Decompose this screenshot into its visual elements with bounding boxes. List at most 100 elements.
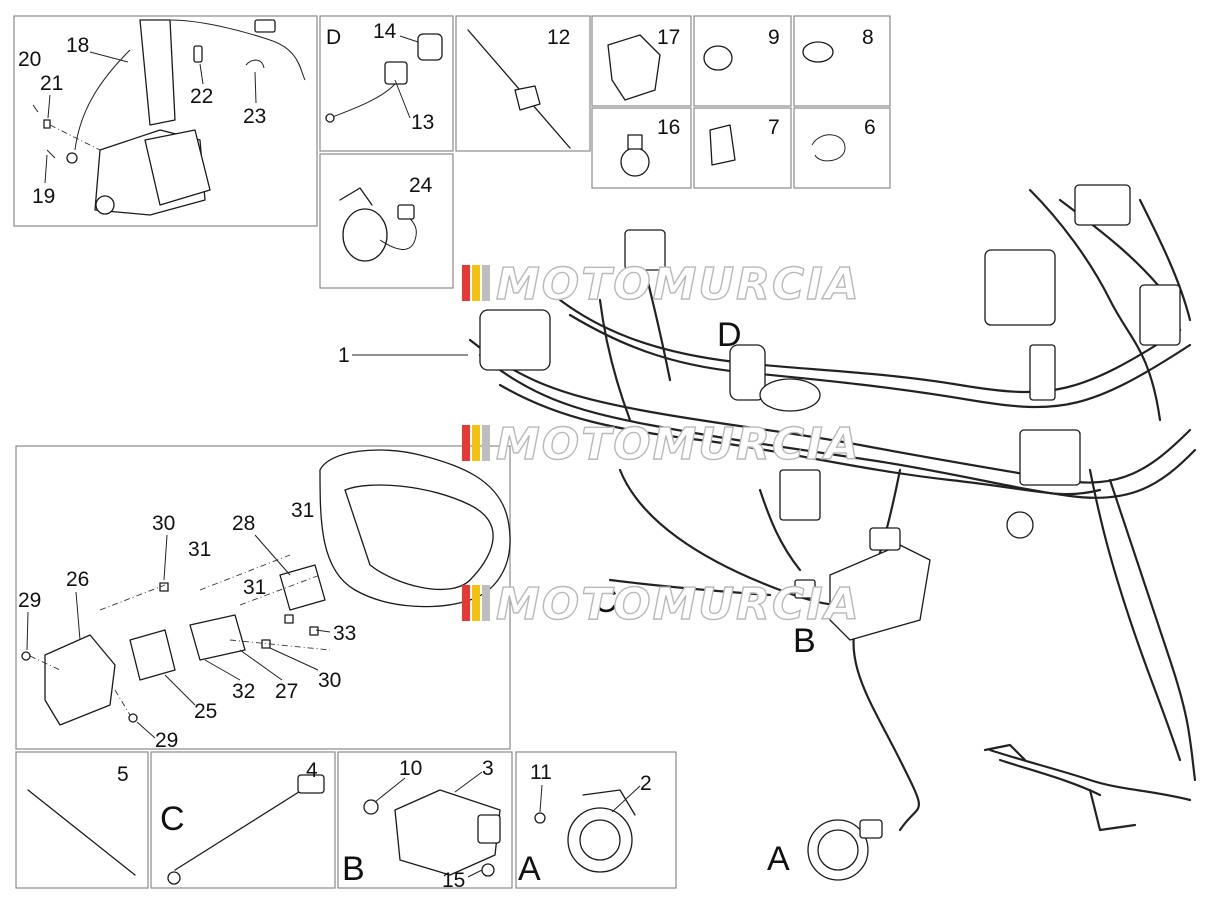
- watermark-2: MOTOMURCIA: [462, 418, 861, 471]
- label-9: 9: [768, 26, 780, 49]
- label-22: 22: [190, 85, 213, 108]
- regulator-plug: [794, 579, 816, 599]
- coil-24: [342, 208, 388, 262]
- label-32: 32: [232, 680, 255, 703]
- watermark-3: MOTOMURCIA: [462, 578, 861, 631]
- panel-9: 9: [693, 15, 792, 107]
- label-26: 26: [66, 568, 89, 591]
- grommet-d: [729, 344, 766, 401]
- label-2: 2: [640, 772, 652, 795]
- watermark-stripe-yellow: [472, 425, 480, 461]
- connector-wire: [329, 83, 396, 119]
- regulator-3-plug: [477, 814, 501, 844]
- label-8: 8: [862, 26, 874, 49]
- panel-d-letter: D: [326, 26, 341, 49]
- panel-dashboard-group: 30 28 31 31 26 31 29 33 32 27 30 25 29: [15, 445, 511, 752]
- holder-17: [607, 34, 661, 101]
- panel-6: 6: [793, 107, 891, 189]
- sensor-connector-4: [297, 774, 325, 794]
- horn-2-center: [579, 819, 621, 861]
- label-16: 16: [657, 116, 680, 139]
- label-31a: 31: [291, 499, 314, 522]
- panel-24-coil: 24: [319, 153, 454, 289]
- nut-33b: [309, 626, 319, 636]
- watermark-text: MOTOMURCIA: [496, 579, 861, 630]
- panel-5-cable-tie: 5: [15, 751, 149, 889]
- coil-connector: [397, 204, 415, 220]
- axle-hole: [95, 195, 115, 215]
- watermark-stripe-red: [462, 585, 470, 621]
- clip-6: [811, 134, 846, 162]
- clamp-16-screw: [627, 134, 643, 150]
- harness-connector: [1074, 184, 1131, 226]
- panel-12-cable-tie: 12: [455, 15, 591, 152]
- nut-30: [159, 582, 169, 592]
- clamp-8: [802, 41, 834, 63]
- label-10: 10: [399, 757, 422, 780]
- clamp-16: [620, 147, 650, 177]
- dash-connector-block: [479, 309, 551, 371]
- label-1: 1: [338, 344, 350, 367]
- main-labels: 1 D C B A: [338, 316, 816, 878]
- harness-connector: [1029, 344, 1056, 401]
- plate-27: [189, 614, 246, 661]
- screw-29b: [128, 713, 138, 723]
- panel-c-letter: C: [160, 800, 185, 838]
- regulator-3: [394, 789, 501, 876]
- label-29b: 29: [155, 729, 178, 752]
- bush-21: [43, 119, 51, 129]
- fuse-box: [779, 469, 821, 521]
- panel-a-horn: A 11 2: [515, 751, 677, 889]
- cable-tie-5: [27, 789, 136, 876]
- label-28: 28: [232, 512, 255, 535]
- screw-29: [21, 651, 31, 661]
- label-5: 5: [117, 763, 129, 786]
- watermark-stripe-grey: [482, 585, 490, 621]
- ring-terminal: [1006, 511, 1034, 539]
- fork-tube: [139, 19, 176, 126]
- panel-17: 17: [591, 15, 692, 107]
- label-11: 11: [530, 761, 552, 784]
- harness-connector: [624, 229, 666, 271]
- speed-sensor: [66, 152, 78, 164]
- main-wiring-harness: [468, 184, 1197, 881]
- watermark-stripe-red: [462, 265, 470, 301]
- watermark-stripe-yellow: [472, 265, 480, 301]
- bracket-28: [279, 564, 326, 611]
- nut-33: [284, 614, 294, 624]
- horn-bracket: [582, 789, 636, 816]
- sensor-tip: [167, 871, 181, 885]
- screw-11: [534, 812, 546, 824]
- connector-13: [384, 61, 408, 85]
- harness-tail-rod: [1088, 788, 1137, 832]
- harness-junction-block: [1019, 429, 1081, 486]
- label-13: 13: [411, 111, 434, 134]
- watermark-stripe-grey: [482, 425, 490, 461]
- ecu-connector-block: [984, 249, 1056, 326]
- main-letter-d: D: [717, 316, 742, 354]
- label-12: 12: [547, 26, 570, 49]
- brake-caliper: [144, 129, 211, 206]
- label-6: 6: [864, 116, 876, 139]
- label-7: 7: [768, 116, 780, 139]
- panel-8: 8: [793, 15, 891, 107]
- clip-9: [703, 45, 733, 71]
- label-19: 19: [32, 185, 55, 208]
- horn-a-center: [817, 829, 859, 871]
- wire-end: [325, 113, 335, 123]
- label-33: 33: [333, 622, 356, 645]
- label-23: 23: [243, 105, 266, 128]
- regulator-connector: [869, 527, 901, 551]
- main-letter-b: B: [793, 622, 816, 660]
- watermark-1: MOTOMURCIA: [462, 258, 859, 311]
- label-21: 21: [40, 72, 63, 95]
- watermark-text: MOTOMURCIA: [496, 419, 861, 470]
- horn-connector: [859, 819, 883, 839]
- panel-fork-sensor: 18 20 21 22 23 19: [13, 15, 318, 227]
- watermark-stripe-yellow: [472, 585, 480, 621]
- label-20: 20: [18, 48, 41, 71]
- main-letter-a: A: [767, 840, 790, 878]
- label-4: 4: [306, 759, 318, 782]
- nut-10: [363, 799, 379, 815]
- clip-7: [709, 124, 736, 166]
